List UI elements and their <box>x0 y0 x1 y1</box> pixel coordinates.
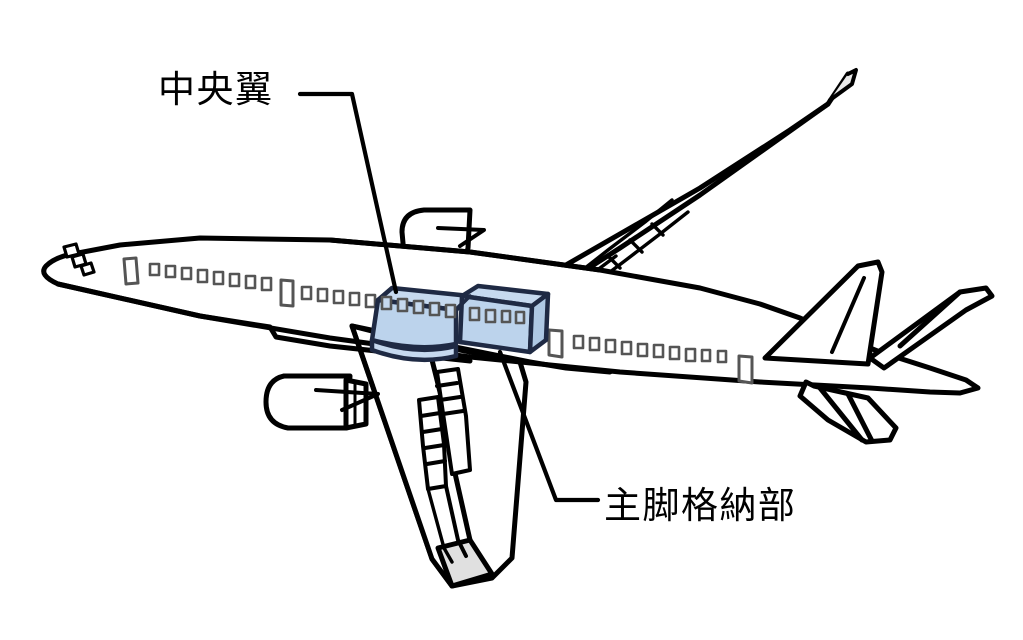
center-wing-box-right-end <box>527 291 551 355</box>
near-engine-nacelle <box>263 373 369 431</box>
cockpit-windows <box>62 242 96 277</box>
passenger-door-mid <box>279 278 295 308</box>
label-center-wing: 中央翼 <box>158 68 274 111</box>
label-main-gear-bay: 主脚格納部 <box>604 484 797 527</box>
leader-lines <box>297 91 601 503</box>
near-engine-pylon <box>314 388 380 412</box>
cabin-window-row-front <box>122 256 377 309</box>
vertical-stabilizer <box>762 259 885 367</box>
passenger-door-front <box>122 256 140 286</box>
center-wing-box-left-belly <box>369 337 459 363</box>
center-wing-leader <box>297 91 399 295</box>
near-horizontal-stabilizer <box>797 379 899 445</box>
far-horizontal-stabilizer <box>867 285 995 371</box>
far-engine-pylon <box>436 226 486 248</box>
passenger-door-aft <box>737 354 754 385</box>
passenger-door-rear <box>547 328 564 359</box>
vertical-stabilizer-rudder-line <box>830 276 866 354</box>
cabin-window-row-rear <box>527 308 754 385</box>
fuselage-outline-overlay <box>327 237 603 273</box>
flap-track-fairings <box>417 367 472 564</box>
fuselage-belly-line <box>55 281 473 364</box>
main-gear-bay-leader <box>497 349 601 503</box>
cabin-window-row-overlay <box>380 295 526 325</box>
